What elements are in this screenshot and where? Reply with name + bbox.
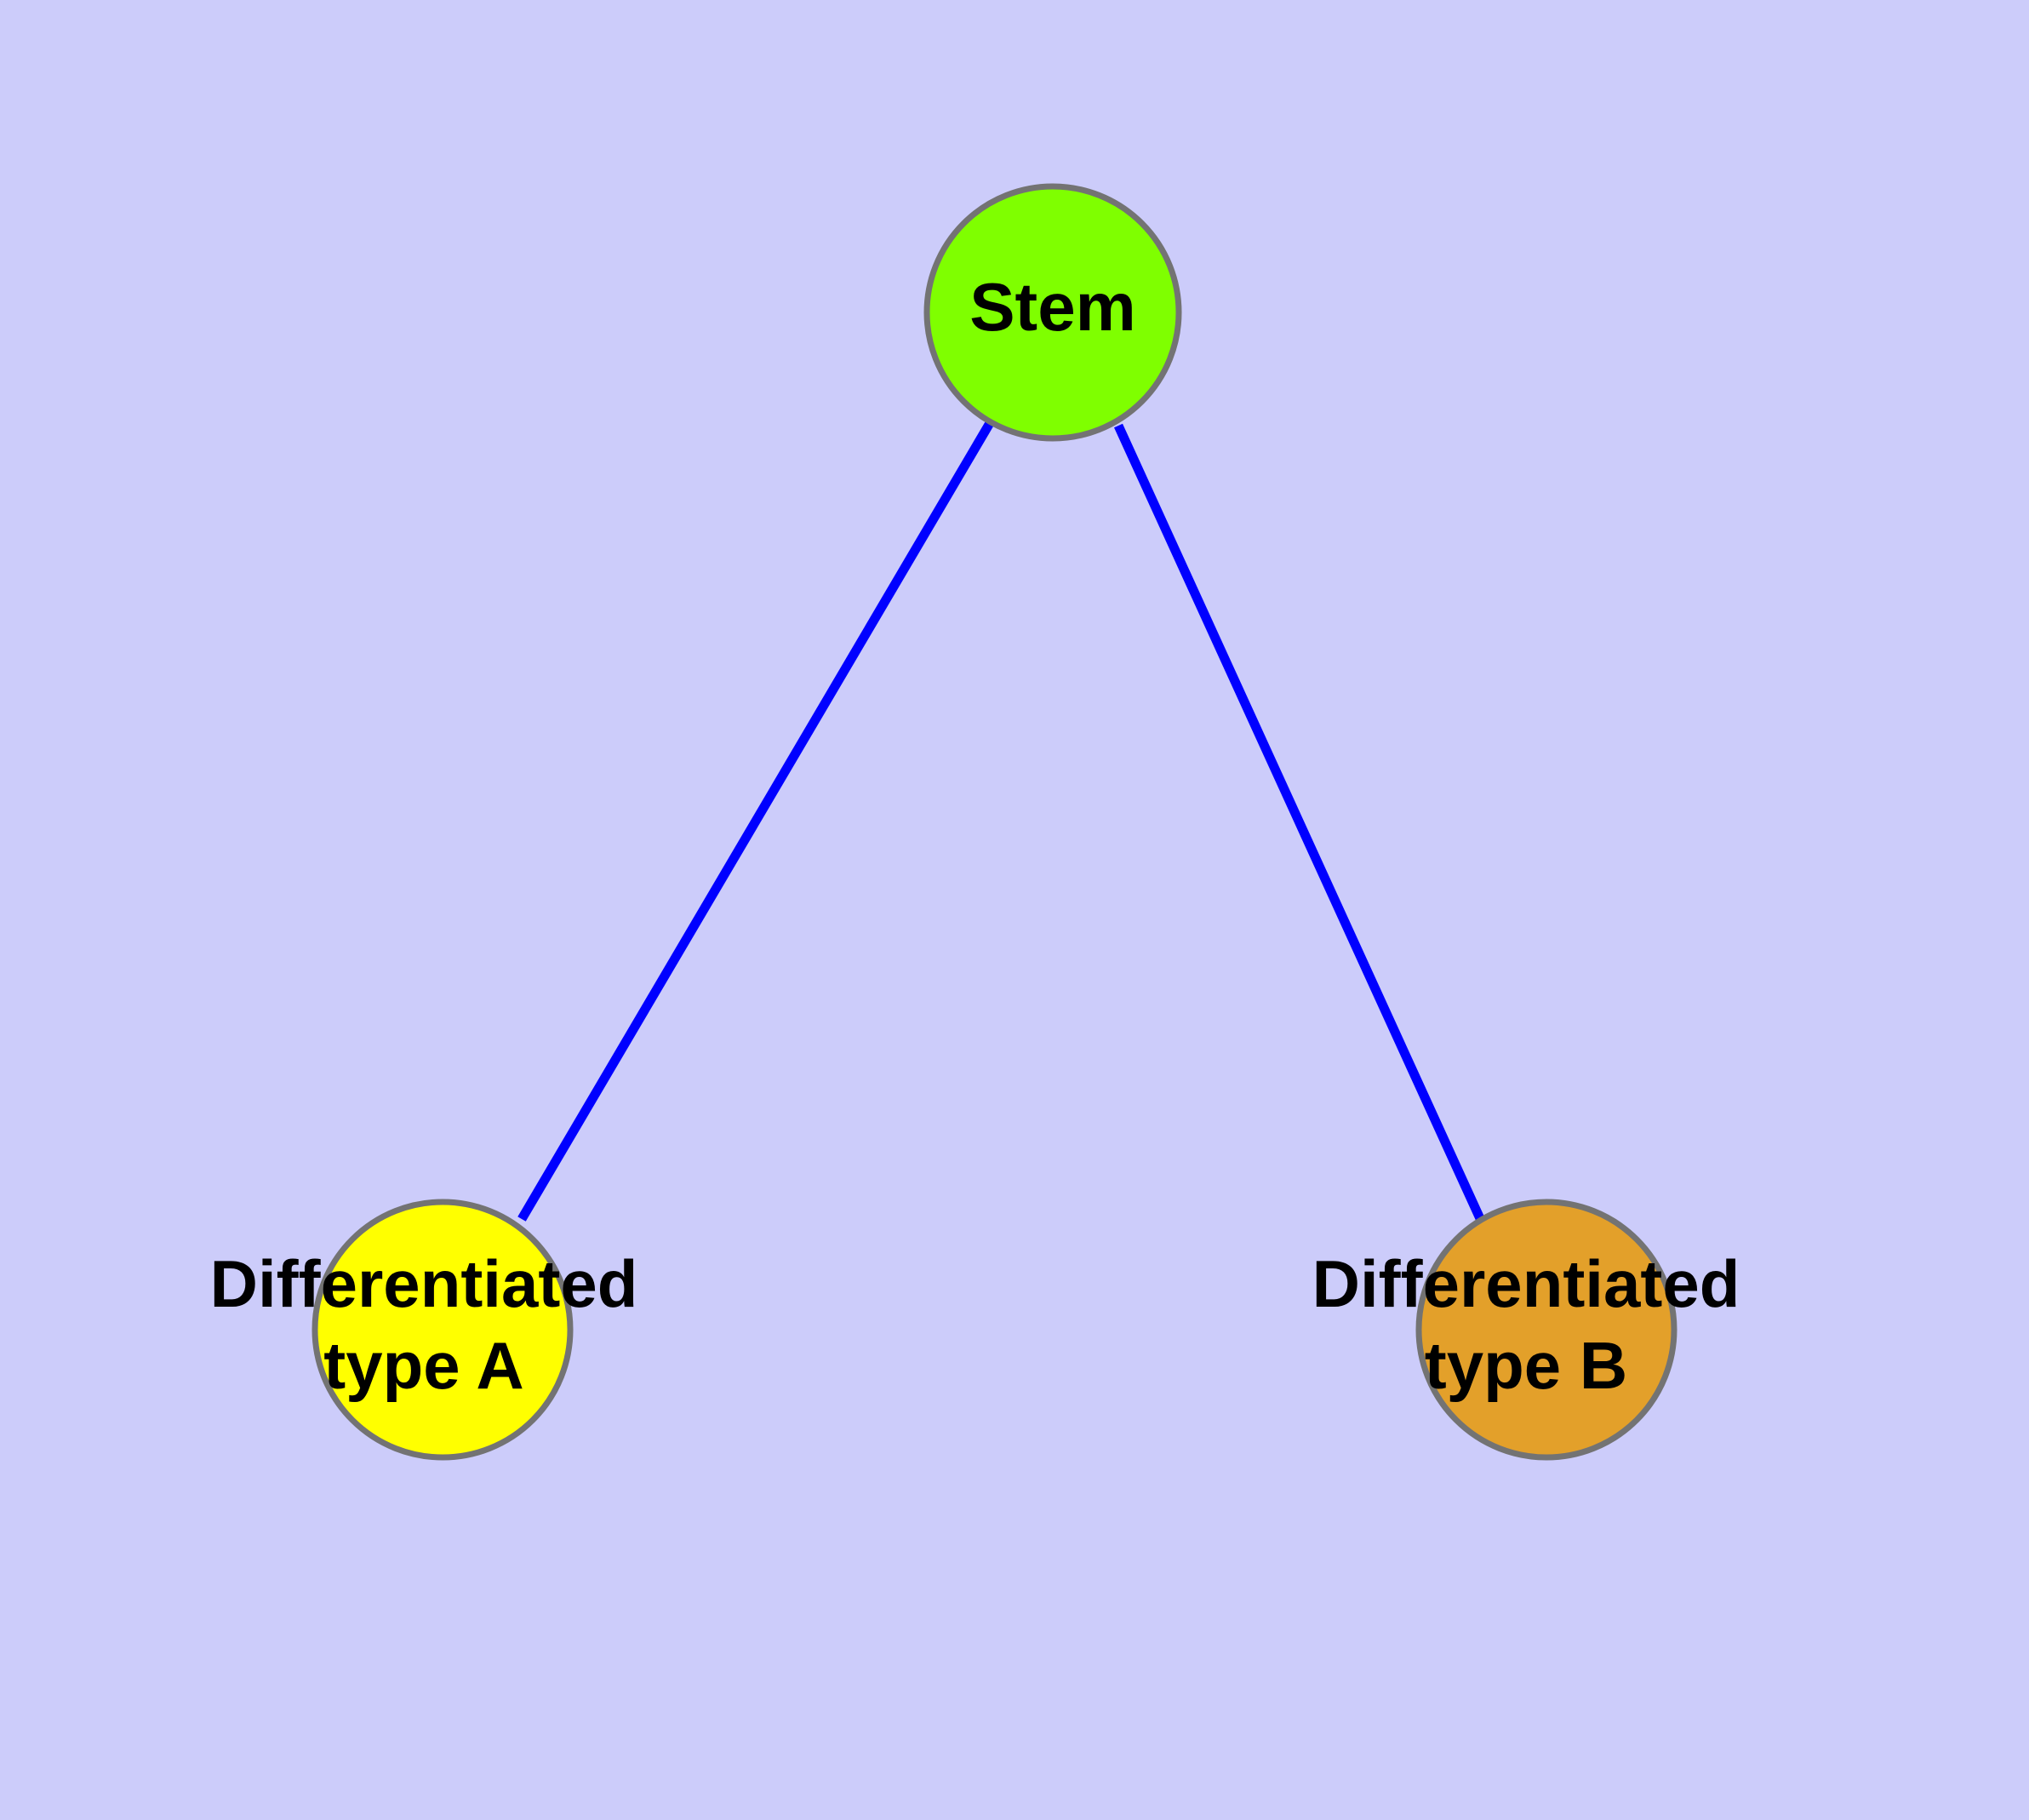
node-label-stem: Stem <box>969 269 1136 345</box>
edge-stem-to-diff-type-b <box>1113 423 1488 1227</box>
node-label-line: Differentiated <box>1312 1246 1740 1321</box>
node-stem[interactable]: Stem <box>923 183 1182 442</box>
node-label-line: Differentiated <box>210 1246 638 1321</box>
node-circle-diff-type-b[interactable] <box>1415 1199 1677 1461</box>
node-circle-stem[interactable] <box>923 183 1182 442</box>
node-label-line: type A <box>323 1328 524 1403</box>
edges-layer <box>517 421 1488 1227</box>
node-label-line: Stem <box>969 269 1136 345</box>
edge-stem-to-diff-type-a <box>517 421 994 1222</box>
node-label-line: type B <box>1425 1328 1627 1403</box>
node-circle-diff-type-a[interactable] <box>311 1199 574 1461</box>
